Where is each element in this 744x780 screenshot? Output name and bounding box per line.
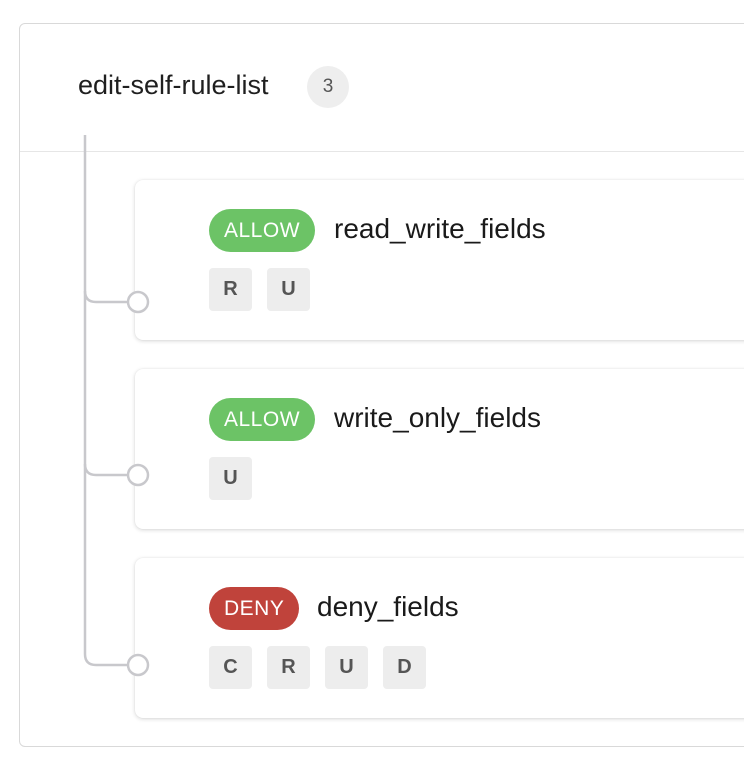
operation-chip-update: U: [209, 457, 252, 500]
operation-chip-update: U: [267, 268, 310, 311]
rule-count-badge: 3: [307, 66, 349, 108]
operation-chip-delete: D: [383, 646, 426, 689]
operation-chip-read: R: [267, 646, 310, 689]
effect-badge-allow: ALLOW: [209, 209, 316, 252]
operation-chips: R U: [209, 268, 310, 311]
rule-card[interactable]: ALLOW read_write_fields R U: [135, 180, 744, 340]
operation-chips: C R U D: [209, 646, 426, 689]
rule-list-header[interactable]: edit-self-rule-list 3: [20, 24, 744, 152]
operation-chip-read: R: [209, 268, 252, 311]
rule-card[interactable]: DENY deny_fields C R U D: [135, 558, 744, 718]
operation-chip-create: C: [209, 646, 252, 689]
rule-list-title: edit-self-rule-list: [78, 70, 269, 100]
rule-card[interactable]: ALLOW write_only_fields U: [135, 369, 744, 529]
operation-chips: U: [209, 457, 252, 500]
rule-name: read_write_fields: [334, 213, 546, 244]
effect-badge-deny: DENY: [209, 587, 300, 630]
effect-badge-allow: ALLOW: [209, 398, 316, 441]
rule-name: deny_fields: [317, 591, 459, 622]
operation-chip-update: U: [325, 646, 368, 689]
rule-name: write_only_fields: [334, 402, 541, 433]
